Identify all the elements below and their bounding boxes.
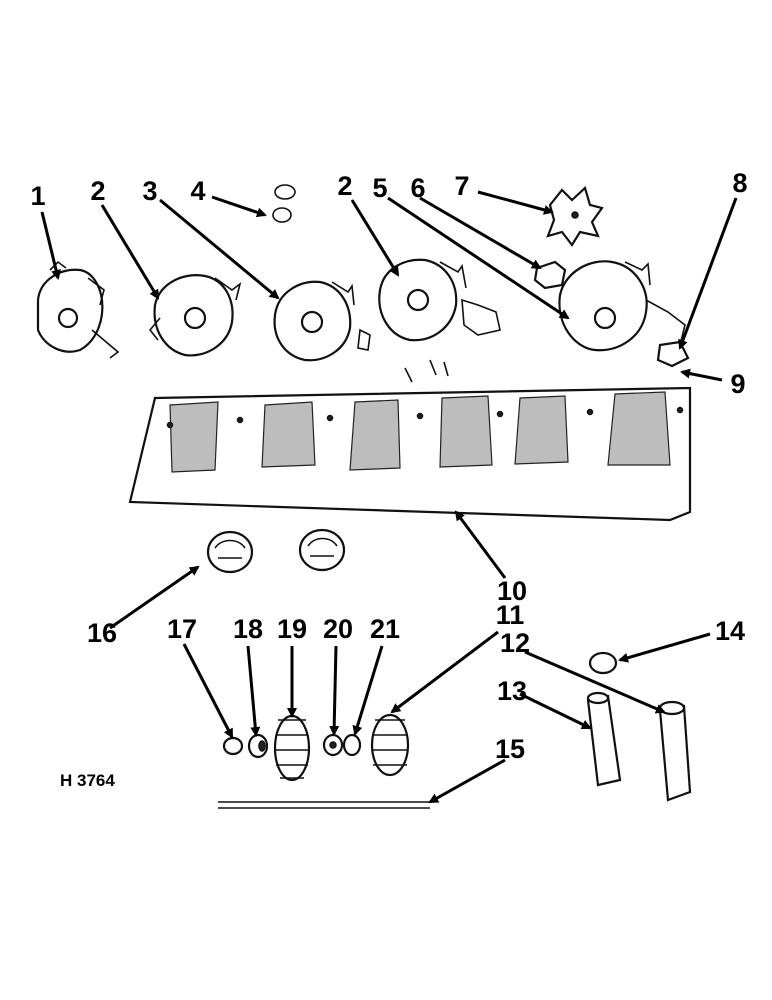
- part-16-spool: [206, 530, 254, 574]
- callout-14: 14: [715, 616, 745, 646]
- callout-8: 8: [732, 168, 747, 198]
- callout-20: 20: [323, 614, 353, 644]
- part-4-washer: [272, 184, 296, 223]
- callout-2: 2: [90, 176, 105, 206]
- callout-15: 15: [495, 734, 525, 764]
- callout-19: 19: [277, 614, 307, 644]
- callout-16: 16: [87, 618, 117, 648]
- callout-labels: 1 2 3 4 2 5 6 7 8 9 10 11 12 13 14 15 16…: [30, 168, 747, 764]
- part-3-housing: [273, 280, 371, 362]
- callout-10: 10: [497, 576, 527, 606]
- part-6-block: [533, 260, 567, 290]
- callout-21: 21: [370, 614, 400, 644]
- callout-3: 3: [142, 176, 157, 206]
- callout-5: 5: [372, 173, 387, 203]
- part-12-tube: [658, 700, 692, 802]
- part-13-tube: [586, 691, 622, 787]
- part-11-gear: [370, 713, 410, 777]
- part-15-shaft: [218, 801, 430, 809]
- callout-7: 7: [454, 171, 469, 201]
- figure-code: H 3764: [60, 771, 115, 790]
- callout-6: 6: [410, 173, 425, 203]
- callout-18: 18: [233, 614, 263, 644]
- callout-17: 17: [167, 614, 197, 644]
- part-2-housing-b: [378, 258, 501, 383]
- part-1-end-cover: [36, 260, 120, 359]
- part-2-housing-a: [148, 274, 242, 357]
- callout-4: 4: [190, 176, 205, 206]
- part-17-bushing: [222, 736, 244, 756]
- part-14-cap: [588, 651, 618, 675]
- callout-2b: 2: [337, 171, 352, 201]
- part-10-plate: [128, 386, 692, 522]
- callout-12: 12: [500, 628, 530, 658]
- leader-lines: [40, 190, 738, 804]
- part-5-housing: [558, 260, 686, 352]
- callout-9: 9: [730, 369, 745, 399]
- callout-13: 13: [497, 676, 527, 706]
- part-21-bushing: [342, 733, 362, 757]
- part-20-washer: [322, 733, 344, 757]
- part-19-gear: [273, 714, 311, 782]
- part-7-star-sprocket: [546, 185, 604, 247]
- callout-11: 11: [496, 600, 525, 630]
- part-16-spool-b: [298, 528, 346, 572]
- callout-1: 1: [30, 181, 45, 211]
- part-9-bracket: [656, 340, 690, 368]
- part-18-collar: [247, 733, 269, 759]
